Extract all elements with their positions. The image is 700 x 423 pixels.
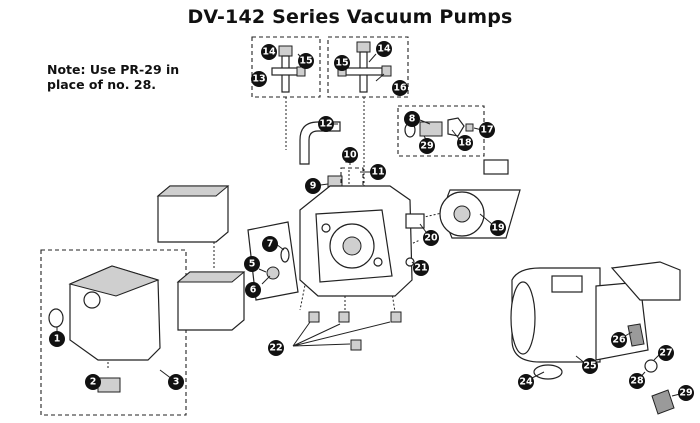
- svg-text:15: 15: [299, 56, 312, 67]
- inset-oring: [644, 359, 658, 373]
- callout-28-inset: 28: [629, 373, 645, 389]
- svg-text:6: 6: [250, 285, 257, 296]
- callout-15a: 15: [298, 53, 314, 69]
- svg-text:15: 15: [335, 58, 348, 69]
- callout-19: 19: [490, 220, 506, 236]
- o-ring-7: [280, 247, 290, 263]
- callout-26: 26: [611, 332, 627, 348]
- callout-18: 18: [457, 135, 473, 151]
- cover-assembly: [48, 265, 161, 393]
- svg-text:19: 19: [491, 223, 504, 234]
- svg-text:21: 21: [414, 263, 427, 274]
- svg-text:14: 14: [377, 44, 391, 55]
- exhaust-elbow: [299, 121, 341, 165]
- rear-block-upper: [156, 185, 230, 243]
- callout-17: 17: [479, 122, 495, 138]
- svg-text:29: 29: [420, 141, 433, 152]
- svg-text:16: 16: [393, 83, 407, 94]
- svg-text:20: 20: [424, 233, 438, 244]
- callout-24: 24: [518, 374, 534, 390]
- note-line-2: place of no. 28.: [47, 77, 157, 92]
- callout-29-inset: 29: [678, 385, 694, 401]
- callout-10: 10: [342, 147, 358, 163]
- svg-text:12: 12: [319, 119, 332, 130]
- svg-text:14: 14: [262, 47, 276, 58]
- callout-29: 29: [419, 138, 435, 154]
- inset-cap: [651, 389, 675, 415]
- svg-text:13: 13: [252, 74, 265, 85]
- svg-text:1: 1: [54, 334, 61, 345]
- callout-6: 6: [245, 282, 261, 298]
- rear-block-lower: [176, 271, 246, 331]
- sight-glass: [627, 323, 645, 347]
- callout-9: 9: [305, 178, 321, 194]
- coupling-20: [405, 213, 425, 229]
- group-box-cover: [40, 249, 187, 416]
- svg-text:2: 2: [90, 377, 97, 388]
- valve-fitting-a: [271, 45, 306, 93]
- callout-27: 27: [658, 345, 674, 361]
- callout-8: 8: [404, 111, 420, 127]
- callout-14b: 14: [376, 41, 392, 57]
- callout-13: 13: [251, 71, 267, 87]
- end-plate-gasket: [247, 221, 299, 301]
- svg-text:25: 25: [583, 361, 596, 372]
- svg-text:27: 27: [659, 348, 672, 359]
- svg-text:28: 28: [630, 376, 644, 387]
- callout-14a: 14: [261, 44, 277, 60]
- callout-21: 21: [413, 260, 429, 276]
- svg-text:9: 9: [310, 181, 317, 192]
- svg-text:22: 22: [269, 343, 282, 354]
- svg-text:26: 26: [612, 335, 626, 346]
- callout-11: 11: [370, 164, 386, 180]
- callout-7: 7: [262, 236, 278, 252]
- callout-22: 22: [268, 340, 284, 356]
- cover-oring: [48, 308, 64, 328]
- assembled-pump-inset: [510, 261, 681, 415]
- mounting-bolts: [308, 311, 402, 351]
- callout-20: 20: [423, 230, 439, 246]
- callout-1: 1: [49, 331, 65, 347]
- group-box-gauge-port: [397, 105, 485, 157]
- callout-15b: 15: [334, 55, 350, 71]
- callout-5: 5: [244, 256, 260, 272]
- diagram-title: DV-142 Series Vacuum Pumps: [187, 6, 513, 28]
- svg-text:8: 8: [409, 114, 416, 125]
- svg-text:18: 18: [458, 138, 472, 149]
- svg-text:7: 7: [267, 239, 274, 250]
- note-line-1: Note: Use PR-29 in: [47, 62, 180, 77]
- parts-note: Note: Use PR-29 in place of no. 28.: [47, 62, 179, 92]
- pump-body: [299, 185, 413, 297]
- power-cord: [533, 364, 563, 380]
- svg-text:3: 3: [173, 377, 180, 388]
- screw-21: [405, 257, 415, 267]
- bolt-leaders: [292, 321, 391, 347]
- callout-3: 3: [168, 374, 184, 390]
- svg-text:29: 29: [679, 388, 692, 399]
- svg-text:11: 11: [371, 167, 384, 178]
- svg-text:5: 5: [249, 259, 256, 270]
- callout-2: 2: [85, 374, 101, 390]
- motor: [439, 159, 521, 239]
- callout-12: 12: [318, 116, 334, 132]
- svg-text:24: 24: [519, 377, 533, 388]
- callout-25: 25: [582, 358, 598, 374]
- callout-16: 16: [392, 80, 408, 96]
- drain-plug: [97, 377, 121, 393]
- svg-text:10: 10: [343, 150, 357, 161]
- gauge-port-parts: [404, 117, 474, 138]
- svg-text:17: 17: [480, 125, 493, 136]
